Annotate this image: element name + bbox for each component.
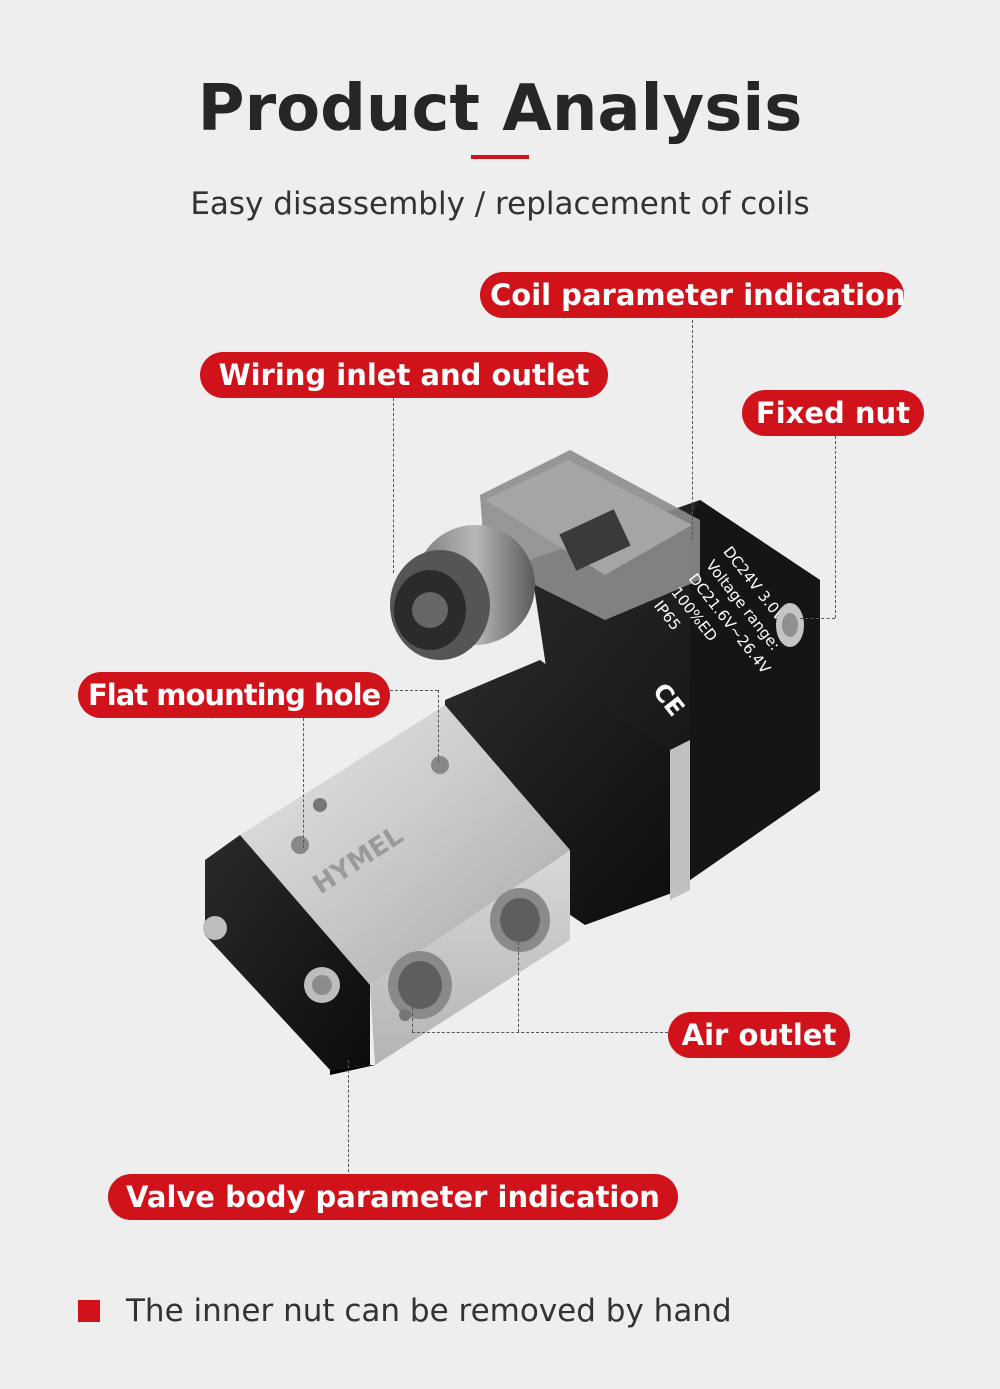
leader-air-h — [412, 1032, 668, 1033]
callout-air-outlet: Air outlet — [668, 1012, 850, 1058]
cable-gland — [390, 525, 535, 660]
screw-icon — [304, 967, 340, 1003]
end-cap — [205, 835, 370, 1070]
mounting-hole-icon — [313, 798, 327, 812]
valve-body-top — [240, 705, 570, 985]
page-subtitle: Easy disassembly / replacement of coils — [190, 186, 810, 222]
leader-valve-body — [348, 1060, 349, 1172]
mounting-hole-icon — [431, 756, 449, 774]
screw-icon — [203, 916, 227, 940]
air-outlet-port — [388, 951, 452, 1019]
leader-air-1 — [412, 1002, 413, 1032]
fixed-nut — [776, 603, 804, 647]
callout-wiring: Wiring inlet and outlet — [200, 352, 608, 398]
callout-valve-body: Valve body parameter indication — [108, 1174, 678, 1220]
leader-mounting-left — [303, 718, 304, 848]
page-title: Product Analysis — [197, 72, 803, 146]
exhaust-hole-icon — [399, 1009, 411, 1021]
callout-fixed-nut: Fixed nut — [742, 390, 924, 436]
footnote-text: The inner nut can be removed by hand — [126, 1293, 732, 1329]
bullet-square-icon — [78, 1300, 100, 1322]
footnote: The inner nut can be removed by hand — [78, 1293, 732, 1329]
callout-mounting-hole: Flat mounting hole — [78, 672, 390, 718]
leader-coil — [692, 320, 693, 540]
leader-fixed-nut-h — [800, 618, 835, 619]
leader-mounting-right — [438, 690, 439, 762]
leader-air-2 — [518, 942, 519, 1032]
leader-mounting-h — [390, 690, 438, 691]
leader-wiring — [393, 398, 394, 573]
air-inlet-port — [490, 888, 550, 952]
title-underline — [471, 155, 529, 159]
connector-cap — [480, 450, 700, 620]
mounting-hole-icon — [291, 836, 309, 854]
callout-coil-parameter: Coil parameter indication — [480, 272, 906, 318]
metal-ring — [670, 740, 690, 900]
leader-fixed-nut — [835, 436, 836, 618]
